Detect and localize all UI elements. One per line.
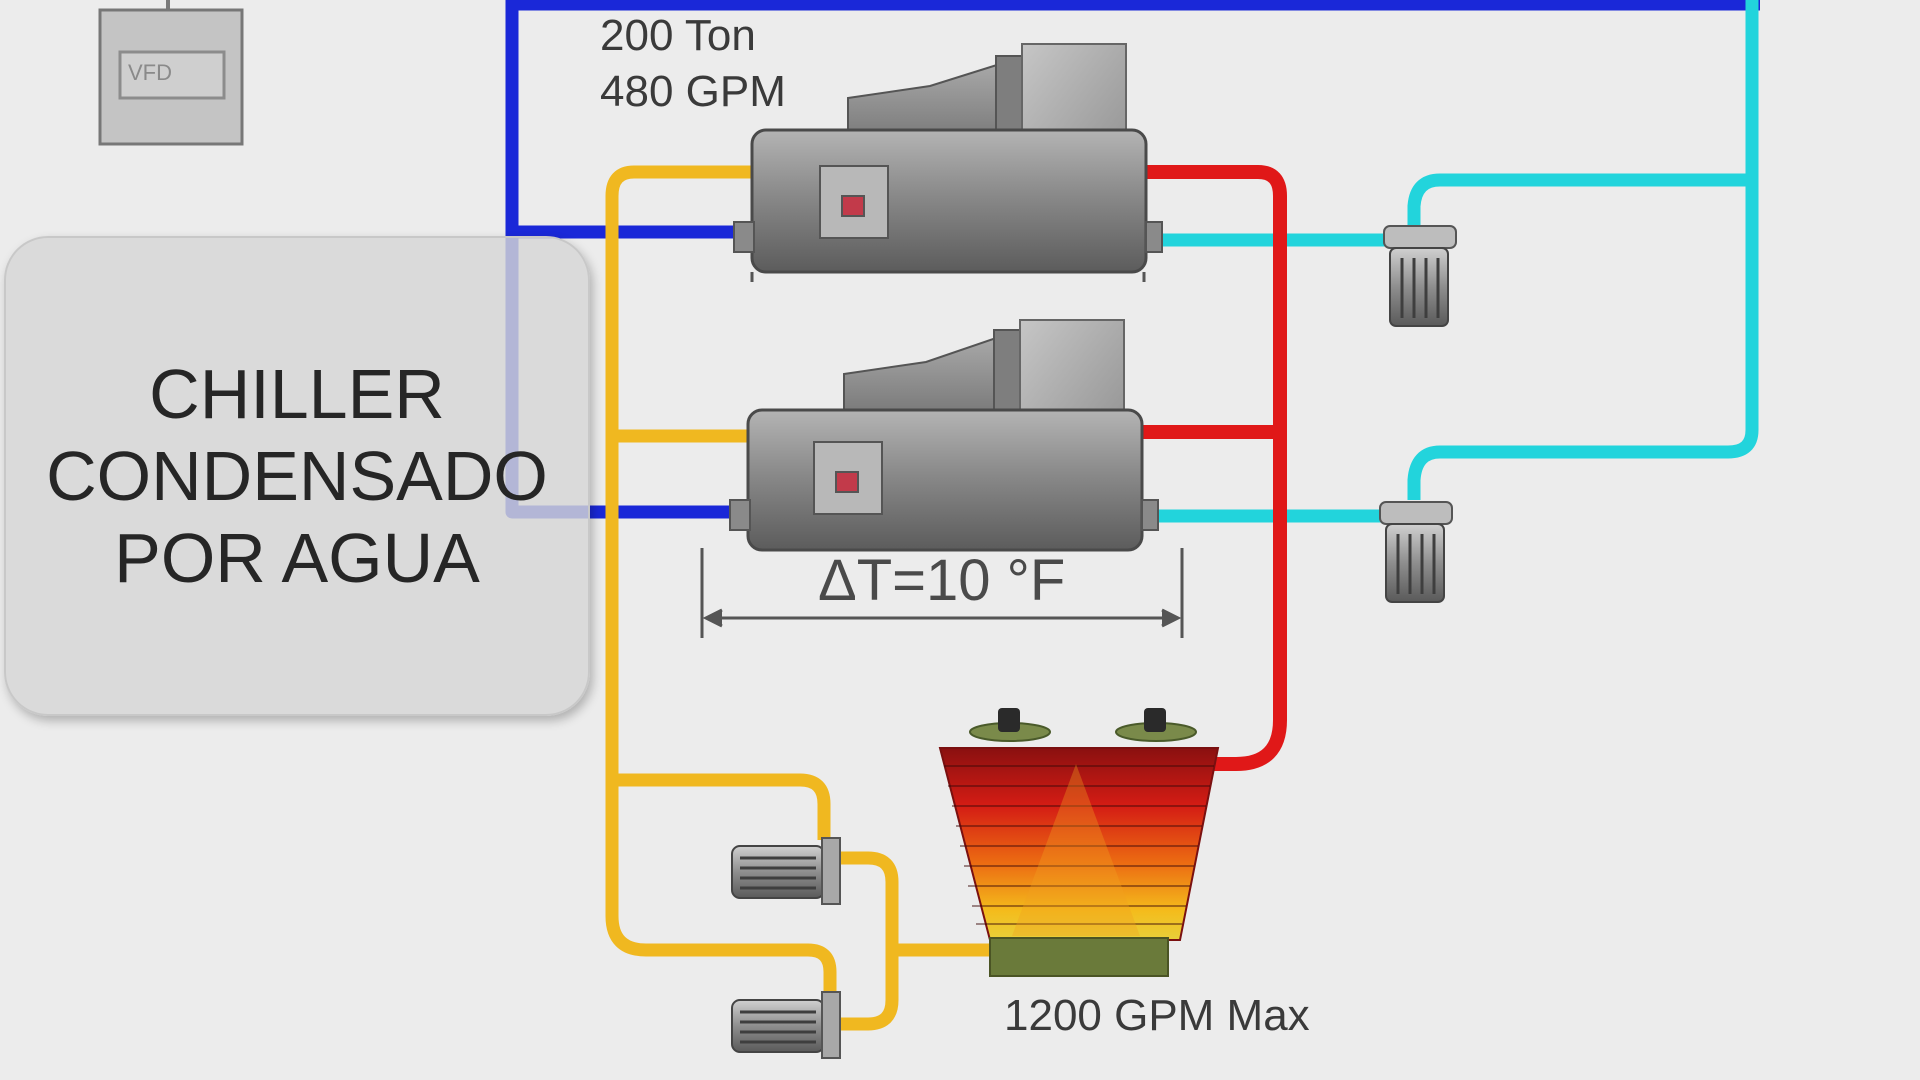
condenser-cold-pipes <box>605 165 992 1031</box>
chiller-2 <box>729 319 1159 552</box>
chiller-flow-label: 480 GPM <box>600 67 786 116</box>
delta-t-label: ΔT=10 °F <box>818 548 1066 613</box>
tower-flow-label: 1200 GPM Max <box>1004 991 1310 1040</box>
chilled-pump-2 <box>1379 501 1453 603</box>
vfd-label: VFD <box>128 60 172 85</box>
chiller-type-callout: CHILLER CONDENSADO POR AGUA <box>4 236 590 716</box>
condenser-hot-pipes <box>1140 165 1287 771</box>
chiller-1 <box>733 43 1163 282</box>
chiller-capacity-label: 200 Ton <box>600 11 756 60</box>
callout-line-2: CONDENSADO <box>46 437 548 515</box>
vfd-unit <box>98 0 244 146</box>
chilled-pump-1 <box>1383 225 1457 327</box>
callout-line-1: CHILLER <box>149 355 445 433</box>
callout-line-3: POR AGUA <box>114 519 480 597</box>
condenser-pump-1 <box>731 837 841 905</box>
condenser-pump-2 <box>731 991 841 1059</box>
delta-t-dimension <box>700 548 1184 638</box>
cooling-tower <box>938 708 1220 977</box>
